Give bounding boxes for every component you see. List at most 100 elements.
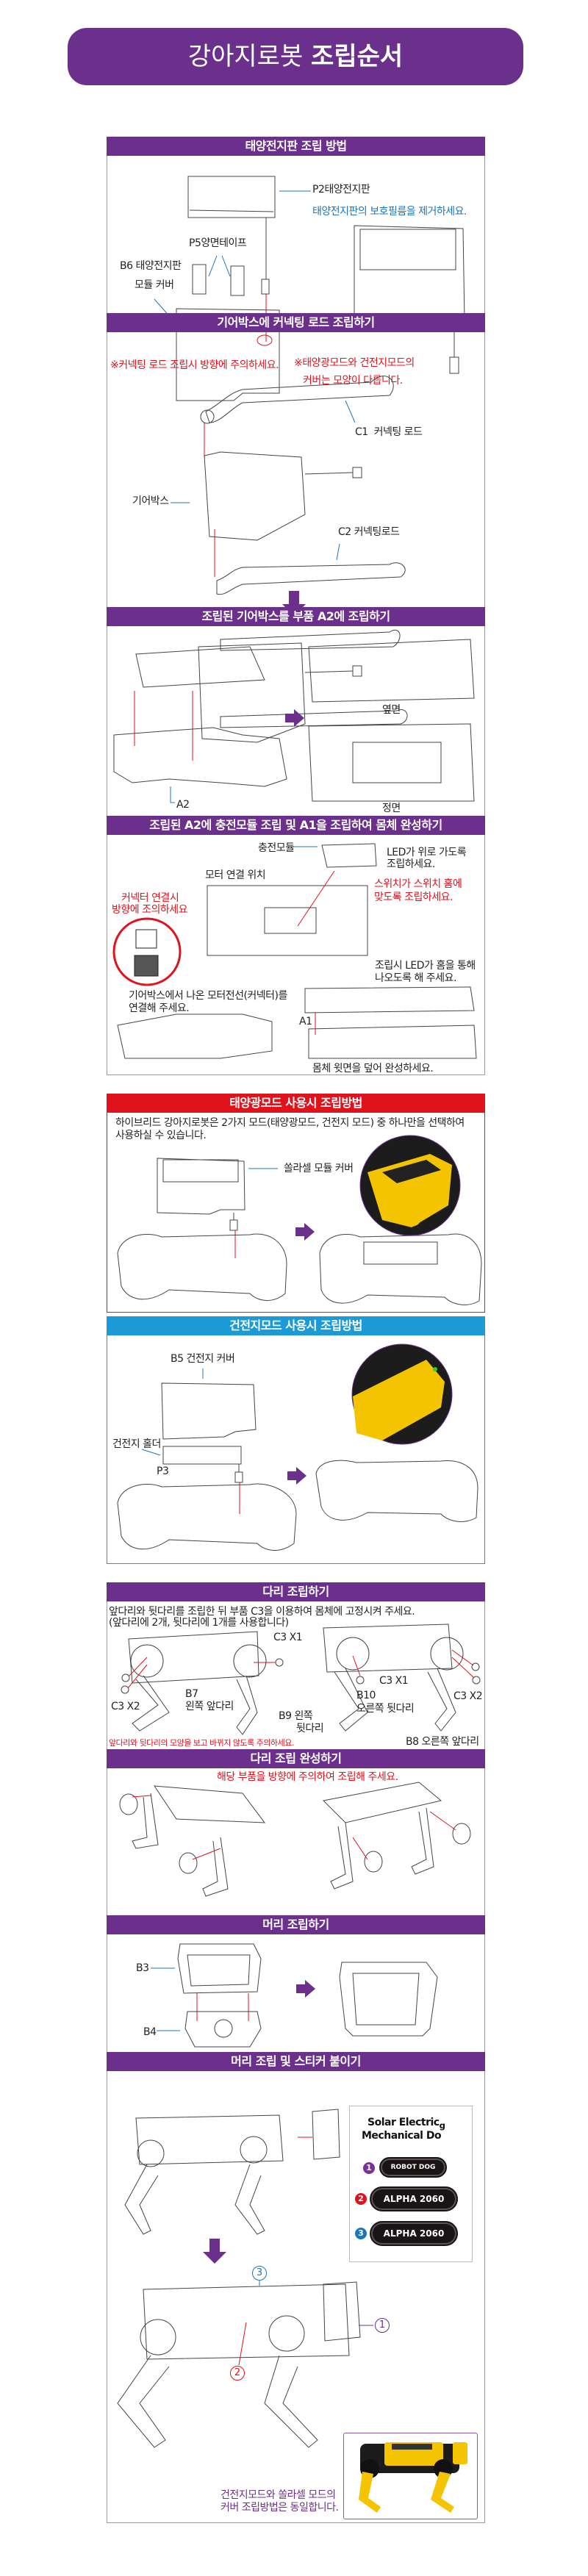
label-side-view: 옆면 (382, 704, 401, 716)
sticker-alpha-2060-b: ALPHA 2060 (370, 2221, 458, 2246)
label-front-view: 정면 (382, 803, 401, 814)
label-motor-wire-line2: 연결해 주세요. (129, 1002, 190, 1014)
right-arrow-icon (295, 1223, 315, 1241)
sticker-number-3: 3 (355, 2228, 367, 2239)
section-header-battery-mode: 건전지모드 사용시 조립방법 (107, 1316, 485, 1335)
assembly-panel-body (107, 137, 485, 1075)
a2-assembly-illustration (113, 639, 475, 803)
label-c1-connecting-rod: C1 커넥팅 로드 (355, 426, 423, 438)
callout-2: 2 (230, 2366, 245, 2381)
label-led-hole-line2: 나오도록 해 주세요. (375, 972, 456, 984)
page-title-banner: 강아지로봇 조립순서 (68, 28, 523, 85)
label-b5-battery-cover: B5 건전지 커버 (171, 1353, 235, 1365)
label-p3: P3 (157, 1465, 169, 1477)
note-connector-line1: 커넥터 연결시 (121, 892, 179, 904)
head-part (312, 2109, 340, 2160)
tape-left (192, 264, 207, 295)
section-header-legs: 다리 조립하기 (107, 1582, 485, 1601)
solar-cover-part (157, 1158, 245, 1215)
label-b9-line1: B9 왼쪽 (279, 1710, 313, 1722)
label-b4: B4 (143, 2026, 157, 2038)
gearbox-assembled-illustration (198, 630, 408, 743)
chassis-battery-after (315, 1460, 478, 1522)
label-b6-line1: B6 태양전지판 (120, 260, 182, 272)
label-c3x1-right: C3 X1 (379, 1675, 409, 1687)
section-header-gearbox-a2: 조립된 기어박스를 부품 A2에 조립하기 (107, 607, 485, 626)
label-finish-body: 몸체 윗면을 덮어 완성하세요. (312, 1063, 434, 1074)
note-leg-shape: 앞다리와 뒷다리의 모양을 보고 바뀌지 않도록 주의하세요. (109, 1738, 294, 1748)
dog-body-right (323, 1624, 453, 1673)
gearbox-part (204, 451, 306, 541)
label-b9-line2: 뒷다리 (296, 1723, 324, 1734)
note-cover-shape-line1: ※태양광모드와 건전지모드의 (294, 357, 415, 369)
body-top-a1 (304, 986, 475, 1013)
section-header-solar-mode: 태양광모드 사용시 조립방법 (107, 1094, 485, 1113)
gearbox-rod-illustration (171, 376, 406, 595)
solar-panel-part (187, 176, 276, 218)
label-p2-solar-panel: P2태양전지판 (312, 184, 370, 195)
module-cover-part (176, 308, 280, 401)
sticker-number-1: 1 (363, 2162, 375, 2174)
label-led-up-line1: LED가 위로 가도록 (387, 847, 467, 858)
label-motor-position: 모터 연결 위치 (205, 869, 266, 881)
solar-desc-line1: 하이브리드 강아지로봇은 2가지 모드(태양광모드, 건전지 모드) 중 하나만… (115, 1117, 465, 1129)
note-connector-line2: 방향에 조의하세요 (112, 904, 188, 916)
label-led-hole-line1: 조립시 LED가 홈을 통해 (375, 960, 476, 972)
dog-body-left (128, 1631, 259, 1684)
label-b10-line2: 오른쪽 뒷다리 (356, 1703, 415, 1715)
front-view (308, 723, 475, 802)
sticker-brand-line1: Solar Electricg (368, 2117, 445, 2131)
legs-illustration (121, 1624, 481, 1735)
sticker-brand-text: Solar Electric (368, 2117, 440, 2128)
sticker-brand-g: g (439, 2120, 445, 2131)
sticker-sheet: Solar Electricg Mechanical Do 1 ROBOT DO… (349, 2106, 473, 2262)
robot-dog-photo (359, 2442, 467, 2513)
label-gearbox: 기어박스 (132, 495, 169, 507)
dog-complete-body (143, 2283, 350, 2360)
sticker-alpha-2060-a: ALPHA 2060 (370, 2186, 458, 2211)
right-arrow-icon (285, 709, 304, 727)
right-arrow-icon (296, 1980, 315, 1998)
label-b3: B3 (136, 1962, 149, 1974)
note-rod-direction: ※커넥팅 로드 조립시 방향에 주의하세요. (110, 359, 279, 371)
chassis-wiring-view (117, 1013, 273, 1059)
body-bottom (308, 1025, 477, 1059)
part-b4 (184, 2011, 262, 2048)
chassis-solar-after (319, 1233, 482, 1305)
head-illustration (151, 1943, 438, 2048)
label-c3x2-left: C3 X2 (111, 1701, 140, 1712)
label-led-up-line2: 조립하세요. (387, 858, 435, 870)
callout-1: 1 (375, 2318, 390, 2333)
charging-module-illustration (112, 843, 477, 1059)
label-c2-connecting-rod: C2 커넥팅로드 (338, 526, 400, 538)
connector-detail-circle (112, 917, 182, 986)
label-battery-holder: 건전지 홀더 (112, 1438, 161, 1450)
legs-desc-line1: 앞다리와 뒷다리를 조립한 뒤 부품 C3을 이용하여 몸체에 고정시켜 주세요… (109, 1606, 415, 1618)
section-header-head: 머리 조립하기 (107, 1915, 485, 1934)
label-b6-line2: 모듈 커버 (135, 279, 174, 291)
legs-complete-illustration (119, 1782, 471, 1897)
dog-body-side (135, 2114, 284, 2165)
sticker-robot-dog: ROBOT DOG (379, 2157, 447, 2178)
note-cover-same-line1: 건전지모드와 쏠라셀 모드의 (220, 2489, 336, 2501)
chassis-top-view (207, 885, 368, 956)
down-arrow-icon (203, 2239, 226, 2264)
callout-3: 3 (252, 2266, 267, 2281)
part-a2 (113, 727, 287, 787)
charging-module-part (321, 843, 377, 868)
battery-holder-part (162, 1446, 242, 1465)
leg-b9 (236, 1675, 258, 1735)
label-c3x1-left: C3 X1 (273, 1632, 303, 1643)
side-view (308, 639, 475, 703)
chassis-solar-before (117, 1233, 287, 1301)
sticker-number-2: 2 (355, 2193, 367, 2205)
label-b10-line1: B10 (356, 1690, 376, 1701)
section-header-head-sticker: 머리 조립 및 스티커 붙이기 (107, 2052, 485, 2071)
battery-cover-part (161, 1382, 257, 1440)
label-motor-wire-line1: 기어박스에서 나온 모터전선(커넥터)를 (129, 990, 287, 1002)
section-header-solar-panel: 태양전지판 조립 방법 (107, 137, 485, 156)
label-a1: A1 (299, 1016, 312, 1027)
leg-b7 (132, 1675, 170, 1732)
label-charging-module: 충전모듈 (258, 842, 295, 854)
right-arrow-icon (287, 1467, 306, 1485)
